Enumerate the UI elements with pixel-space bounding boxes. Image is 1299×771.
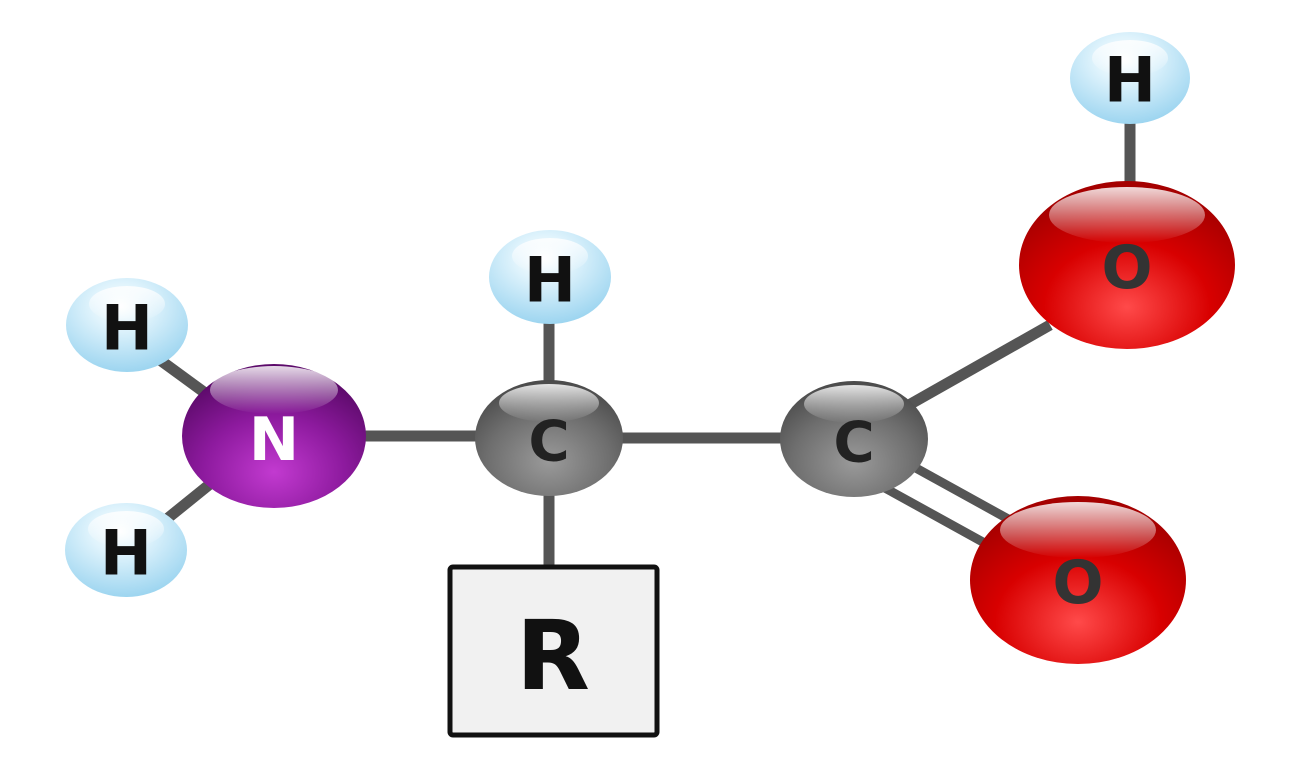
- side-chain-label: R: [516, 600, 590, 712]
- atom-o-carbonyl-label: O: [1052, 548, 1103, 618]
- bond-c-carboxyl-o-carbonyl-a: [902, 458, 1013, 524]
- atom-h-alpha-label: H: [524, 244, 576, 317]
- bond-o-hydroxyl-c-carboxyl: [897, 320, 1053, 415]
- atom-c-alpha-label: C: [528, 410, 569, 475]
- atom-h-amine-1: H: [66, 278, 188, 372]
- atom-o-carbonyl: O: [970, 496, 1186, 664]
- atom-o-hydroxyl-label: O: [1101, 233, 1152, 303]
- atom-h-alpha: H: [489, 230, 611, 324]
- atom-c-carboxyl-label: C: [833, 411, 874, 476]
- atom-h-amine-1-label: H: [101, 292, 153, 365]
- side-chain-box: [447, 564, 660, 738]
- atom-h-top-label: H: [1104, 44, 1156, 117]
- atom-n-amine-label: N: [249, 405, 299, 475]
- side-chain-r: R: [447, 564, 660, 738]
- atom-o-hydroxyl: O: [1019, 181, 1235, 349]
- atom-h-amine-2-label: H: [100, 517, 152, 590]
- atom-h-top: H: [1070, 32, 1190, 124]
- bond-h-amine-2-n: [164, 475, 219, 523]
- atom-n-amine: N: [182, 364, 366, 508]
- bond-c-carboxyl-o-carbonyl-b: [882, 484, 993, 550]
- atom-c-alpha: C: [475, 380, 623, 496]
- atom-h-amine-2: H: [65, 503, 187, 597]
- bonds: [156, 120, 1136, 567]
- atom-c-carboxyl: C: [780, 381, 928, 497]
